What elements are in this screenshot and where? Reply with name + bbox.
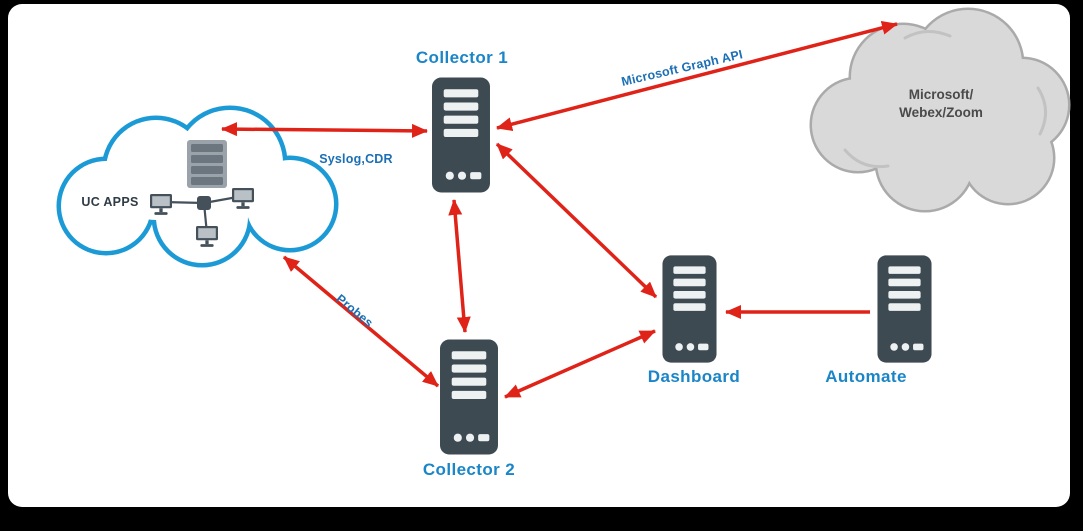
uc-apps-label: UC APPS [81, 195, 138, 209]
uc-apps-cloud-node: UC APPS [61, 110, 334, 263]
collector1-server-icon [432, 77, 490, 193]
arrow-collector2-dashboard [504, 329, 656, 399]
edge-label-syslog-cdr: Syslog,CDR [319, 152, 393, 166]
cloud-puff-arc [903, 30, 952, 40]
arrow-collector1-dashboard [495, 142, 658, 299]
arrows [221, 20, 898, 399]
cloud-puff-arc [1036, 86, 1047, 136]
cloud-puff-arc [843, 148, 890, 169]
automate-label: Automate [825, 367, 907, 386]
services-cloud-label-line1: Microsoft/ [909, 87, 974, 102]
network-icon [150, 188, 254, 247]
services-cloud-label-line2: Webex/Zoom [899, 105, 983, 120]
server-rack-icon [187, 140, 227, 188]
services-cloud-node: Microsoft/ Webex/Zoom [812, 10, 1068, 210]
arrow-collector1-servicescloud [496, 20, 898, 132]
arrow-ucapps-collector1 [221, 122, 428, 138]
dashboard-server-icon [662, 255, 717, 363]
collector2-label: Collector 2 [423, 460, 515, 479]
dashboard-label: Dashboard [648, 367, 740, 386]
collector2-server-icon [440, 339, 498, 455]
arrow-ucapps-collector2 [282, 255, 440, 388]
automate-server-icon [877, 255, 932, 363]
arrow-collector1-collector2 [448, 199, 471, 333]
network-hub-icon [197, 196, 211, 210]
collector1-label: Collector 1 [416, 48, 508, 67]
